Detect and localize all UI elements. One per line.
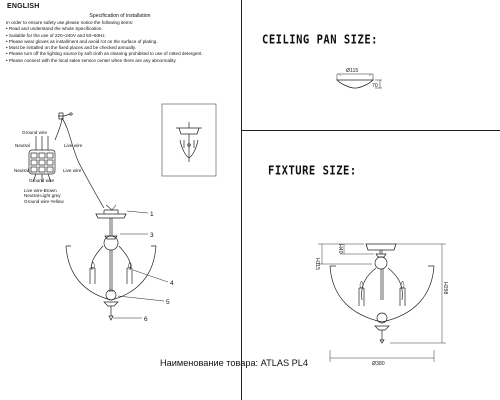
live-wire-label-top: Live wire: [64, 143, 83, 148]
language-heading: ENGLISH: [7, 3, 40, 10]
ground-wire-label-bottom: Ground wire: [29, 178, 55, 183]
vertical-divider: [241, 0, 242, 400]
wiring-diagram: [28, 112, 105, 209]
live-wire-label-bottom: Live wire: [63, 168, 82, 173]
fixture-size-title: FIXTURE SIZE:: [268, 164, 357, 178]
callout-6: 6: [144, 316, 148, 323]
wire-color-legend: Live wire-Brown Neutral-Light grey Groun…: [24, 188, 94, 204]
ground-wire-label-top: Ground wire: [22, 130, 48, 135]
spec-title: Specification of installation: [89, 13, 151, 19]
instructions-list: In order to ensure safety use,please not…: [6, 20, 238, 64]
dim-h115: H115: [314, 258, 320, 270]
neutral-label-bottom: Neutral: [14, 168, 29, 173]
callout-3: 3: [150, 232, 154, 239]
terminal-block: [28, 149, 56, 175]
ceiling-pan-size-title: CEILING PAN SIZE:: [262, 33, 378, 47]
neutral-label-top: Neutral: [15, 143, 30, 148]
dim-diameter: Ø380: [372, 361, 385, 367]
product-name: Наименование товара: ATLAS PL4: [160, 358, 308, 368]
callout-5: 5: [166, 299, 170, 306]
instruction-line: • Suitable for the use of 220~240V and 5…: [6, 32, 106, 38]
dim-h40: H40: [337, 244, 343, 254]
reference-view: [161, 103, 217, 177]
wire-color-live: Live wire-Brown: [24, 188, 57, 193]
dim-h298: H298: [442, 282, 448, 295]
instruction-line: • Must be installed on the fixed places …: [6, 45, 136, 51]
ceiling-pan-diameter: Ø115: [346, 68, 358, 74]
callout-4: 4: [170, 280, 174, 287]
instruction-line: • Please connect with the local sales se…: [6, 57, 177, 63]
ceiling-pan-profile: [336, 73, 382, 89]
instruction-line: • Please turn off the lighting source by…: [6, 51, 203, 57]
callout-1: 1: [150, 211, 154, 218]
instruction-line: • Please wear gloves as installment and …: [6, 38, 158, 44]
ceiling-pan-height: 70: [372, 83, 378, 89]
fixture-dimension-view: [318, 243, 446, 362]
horizontal-divider: [242, 130, 500, 131]
fixture-exploded-view: [65, 204, 169, 321]
wire-color-neutral: Neutral-Light grey: [24, 193, 61, 199]
instruction-line: • Read and understand the whole Specific…: [6, 26, 103, 32]
wire-color-ground: Ground wire-Yellow: [24, 198, 64, 204]
instruction-line: In order to ensure safety use,please not…: [6, 20, 134, 25]
